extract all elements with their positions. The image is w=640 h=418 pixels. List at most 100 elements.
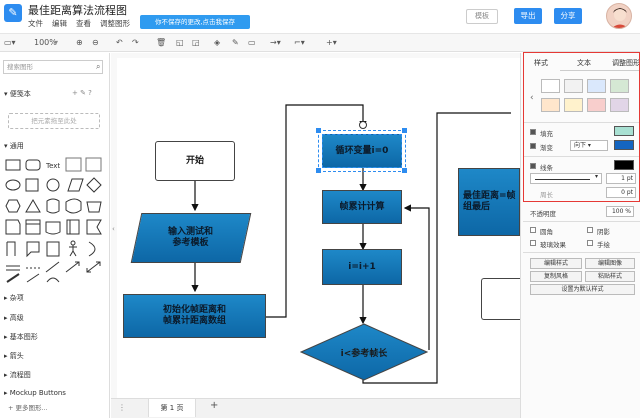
style-swatch[interactable] (541, 79, 560, 93)
resize-handle[interactable] (316, 128, 321, 133)
template-button[interactable]: 模板 (466, 9, 498, 24)
arrows-section-header[interactable]: ▸ 箭头 (4, 352, 24, 360)
resize-handle[interactable] (402, 128, 407, 133)
zoom-select[interactable]: 100% (34, 38, 57, 47)
advanced-section-header[interactable]: ▸ 高级 (4, 314, 24, 322)
menu-arrange[interactable]: 调整图形 (100, 19, 130, 28)
node-input[interactable]: 输入测试和 参考模板 (130, 213, 252, 263)
export-button[interactable]: 导出 (514, 8, 542, 24)
menu-file[interactable]: 文件 (28, 19, 43, 28)
format-panel-toggle-icon[interactable]: ▭▾ (4, 38, 16, 47)
edge-condition-yes (403, 204, 430, 350)
line-pattern-select[interactable]: ▾ (530, 173, 602, 184)
node-loop-selected[interactable]: 循环变量i=0 (322, 134, 402, 168)
zoom-dropdown-icon[interactable]: ▾ (54, 38, 59, 47)
waypoints-icon[interactable]: ⌐▾ (294, 38, 305, 47)
gradient-color-picker[interactable] (614, 140, 634, 150)
redo-icon[interactable]: ↷ (132, 38, 139, 47)
unsaved-changes-button[interactable]: 你不保存的更改,点击我保存 (140, 15, 250, 29)
rotate-handle-icon[interactable] (359, 121, 367, 129)
tab-divider (560, 70, 640, 71)
scratchpad-drop-zone[interactable]: 把元素拖至此处 (8, 113, 100, 129)
node-increment[interactable]: i=i+1 (322, 249, 402, 285)
bidirectional-arrow-shape-icon (86, 261, 101, 273)
tab-arrange[interactable]: 调整图形 (612, 59, 640, 67)
more-shapes-link[interactable]: + 更多图形... (8, 404, 48, 412)
line-pattern-preview (535, 179, 590, 180)
shadow-checkbox[interactable] (587, 227, 593, 233)
line-width-input[interactable]: 1 pt (606, 173, 636, 184)
page-tab-1[interactable]: 第 1 页 (148, 399, 196, 417)
mockup-buttons-section-header[interactable]: ▸ Mockup Buttons (4, 389, 66, 397)
gradient-label: 渐变 (540, 144, 553, 152)
menu-edit[interactable]: 编辑 (52, 19, 67, 28)
fill-color-icon[interactable]: ◈ (214, 38, 221, 47)
basic-shapes-section-header[interactable]: ▸ 基本图形 (4, 333, 38, 341)
line-shape-icon (6, 265, 20, 271)
edit-image-button[interactable]: 编辑图像 (585, 258, 635, 269)
tab-style[interactable]: 样式 (534, 59, 548, 67)
resize-handle[interactable] (402, 168, 407, 173)
selection-box (318, 130, 406, 172)
tab-text[interactable]: 文本 (577, 59, 591, 67)
paste-style-button[interactable]: 粘贴样式 (585, 271, 635, 282)
search-icon[interactable]: ⌕ (96, 62, 101, 71)
edit-style-button[interactable]: 编辑样式 (530, 258, 582, 269)
glass-checkbox[interactable] (530, 240, 536, 246)
prev-style-icon[interactable]: ‹ (530, 93, 534, 103)
menu-view[interactable]: 查看 (76, 19, 91, 28)
share-button[interactable]: 分享 (554, 8, 582, 24)
document-title[interactable]: 最佳距离算法流程图 (28, 4, 127, 17)
undo-icon[interactable]: ↶ (116, 38, 123, 47)
fill-color-picker[interactable] (614, 126, 634, 136)
style-swatch[interactable] (587, 79, 606, 93)
general-section-header[interactable]: ▾ 通用 (4, 142, 24, 150)
connection-style-icon[interactable]: →▾ (270, 38, 281, 47)
insert-icon[interactable]: +▾ (326, 38, 337, 47)
highlight-frame (523, 52, 640, 202)
scratchpad-actions-icon[interactable]: + ✎ ? (72, 89, 92, 97)
shape-search-input[interactable]: 搜索图形 (3, 60, 103, 74)
set-default-style-button[interactable]: 设置为默认样式 (530, 284, 635, 295)
style-swatch[interactable] (564, 98, 583, 112)
node-end-partial[interactable] (481, 278, 520, 320)
flowchart-section-header[interactable]: ▸ 流程图 (4, 371, 31, 379)
line-color-picker[interactable] (614, 160, 634, 170)
style-swatch[interactable] (610, 79, 629, 93)
line-checkbox[interactable] (530, 163, 536, 169)
line-color-icon[interactable]: ✎ (232, 38, 239, 47)
node-start[interactable]: 开始 (155, 141, 235, 181)
sketch-checkbox[interactable] (587, 240, 593, 246)
scratchpad-header[interactable]: ▾ 便笺本 (4, 90, 31, 98)
style-swatch[interactable] (587, 98, 606, 112)
divider (523, 252, 640, 253)
app-logo-icon[interactable]: ✎ (4, 4, 22, 22)
to-back-icon[interactable]: ◲ (192, 38, 200, 47)
style-swatch[interactable] (610, 98, 629, 112)
zoom-in-icon[interactable]: ⊕ (76, 38, 83, 47)
avatar[interactable] (606, 3, 632, 29)
perimeter-input[interactable]: 0 pt (606, 187, 636, 198)
node-condition[interactable]: i<参考帧长 (300, 323, 428, 381)
page-menu-icon[interactable]: ⋮ (118, 403, 126, 412)
misc-section-header[interactable]: ▸ 杂项 (4, 294, 24, 302)
collapse-panel-icon[interactable]: ‹ (112, 225, 115, 233)
to-front-icon[interactable]: ◱ (176, 38, 184, 47)
gradient-direction-select[interactable]: 向下 ▾ (570, 140, 608, 151)
add-page-button[interactable]: + (210, 400, 219, 411)
style-swatch[interactable] (541, 98, 560, 112)
general-shapes-grid[interactable]: Text (3, 156, 107, 286)
rounded-checkbox[interactable] (530, 227, 536, 233)
node-accumulate[interactable]: 帧累计计算 (322, 190, 402, 224)
resize-handle[interactable] (316, 168, 321, 173)
fill-checkbox[interactable] (530, 129, 536, 135)
node-best[interactable]: 最佳距离=帧 组最后 (458, 168, 520, 236)
node-init[interactable]: 初始化帧距离和 帧累计距离数组 (123, 294, 266, 338)
style-swatch[interactable] (564, 79, 583, 93)
shadow-icon[interactable]: ▭ (248, 38, 256, 47)
opacity-input[interactable]: 100 % (606, 206, 634, 217)
delete-icon[interactable]: 🗑 (156, 38, 167, 47)
copy-style-button[interactable]: 复制风格 (530, 271, 582, 282)
gradient-checkbox[interactable] (530, 143, 536, 149)
zoom-out-icon[interactable]: ⊖ (92, 38, 99, 47)
